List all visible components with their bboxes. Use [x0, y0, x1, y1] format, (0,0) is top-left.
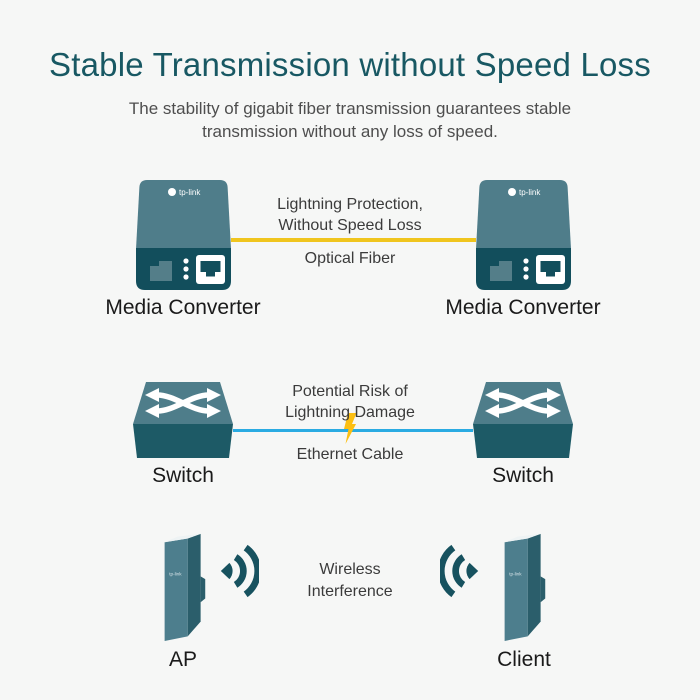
client-mount-tab	[540, 576, 546, 603]
switch-left-device	[133, 382, 233, 458]
ap-front-face	[164, 538, 188, 641]
wifi-signal-left-icon	[440, 544, 479, 598]
switch-left-label: Switch	[152, 464, 214, 487]
optical-fiber-line	[231, 238, 476, 242]
ap-side-face	[187, 533, 201, 637]
ethernet-cable-label: Ethernet Cable	[296, 446, 404, 463]
client-device: tp-link	[504, 533, 546, 641]
media-converter-left-device: tp-link	[136, 180, 231, 290]
led-indicators-icon	[183, 258, 189, 280]
wireless-annotation-line-2: Interference	[307, 583, 393, 600]
media-converter-right-device: tp-link	[476, 180, 571, 290]
wireless-annotation-line-1: Wireless	[319, 561, 381, 578]
ethernet-port-icon	[536, 255, 565, 284]
ap-label: AP	[168, 648, 197, 671]
ethernet-annotation-line-2: Lightning Damage	[285, 404, 415, 421]
subtitle-line-1: The stability of gigabit fiber transmiss…	[128, 99, 572, 118]
led-indicators-icon	[523, 258, 529, 280]
fiber-port-icon	[490, 261, 512, 281]
tp-link-logo-icon: tp-link	[509, 571, 522, 576]
svg-text:tp-link: tp-link	[519, 188, 541, 197]
switch-front-face	[133, 424, 233, 458]
tp-link-logo-icon: tp-link	[168, 188, 201, 197]
optical-fiber-label: Optical Fiber	[304, 250, 396, 267]
tp-link-logo-icon: tp-link	[508, 188, 541, 197]
switch-right-device	[473, 382, 573, 458]
fiber-port-icon	[150, 261, 172, 281]
ap-mount-tab	[200, 576, 206, 603]
fiber-annotation: Lightning Protection, Without Speed Loss	[220, 194, 480, 236]
wifi-signal-right-icon	[220, 544, 259, 598]
fiber-annotation-line-2: Without Speed Loss	[278, 217, 422, 234]
converter-body	[136, 180, 231, 249]
switch-arrows-icon	[485, 388, 561, 418]
lightning-bolt-icon	[344, 413, 357, 444]
tp-link-logo-icon: tp-link	[169, 571, 182, 576]
media-converter-right-label: Media Converter	[445, 296, 601, 319]
subtitle-line-2: transmission without any loss of speed.	[202, 122, 498, 141]
ethernet-annotation-line-1: Potential Risk of	[292, 383, 408, 400]
client-top-face	[504, 533, 541, 543]
page-subtitle: The stability of gigabit fiber transmiss…	[0, 97, 700, 143]
switch-right-label: Switch	[492, 464, 554, 487]
switch-front-face	[473, 424, 573, 458]
switch-arrows-icon	[145, 388, 221, 418]
client-label: Client	[497, 648, 551, 671]
client-front-face	[504, 538, 528, 641]
ap-device: tp-link	[164, 533, 206, 641]
svg-text:tp-link: tp-link	[179, 188, 201, 197]
ethernet-cable-line	[233, 429, 473, 432]
media-converter-left-label: Media Converter	[105, 296, 261, 319]
ethernet-annotation: Potential Risk of Lightning Damage	[220, 381, 480, 423]
fiber-annotation-line-1: Lightning Protection,	[277, 196, 423, 213]
page-title: Stable Transmission without Speed Loss	[49, 46, 651, 83]
ap-top-face	[164, 533, 201, 543]
converter-body	[476, 180, 571, 249]
client-side-face	[527, 533, 541, 637]
wireless-annotation: Wireless Interference	[220, 559, 480, 603]
ethernet-port-icon	[196, 255, 225, 284]
